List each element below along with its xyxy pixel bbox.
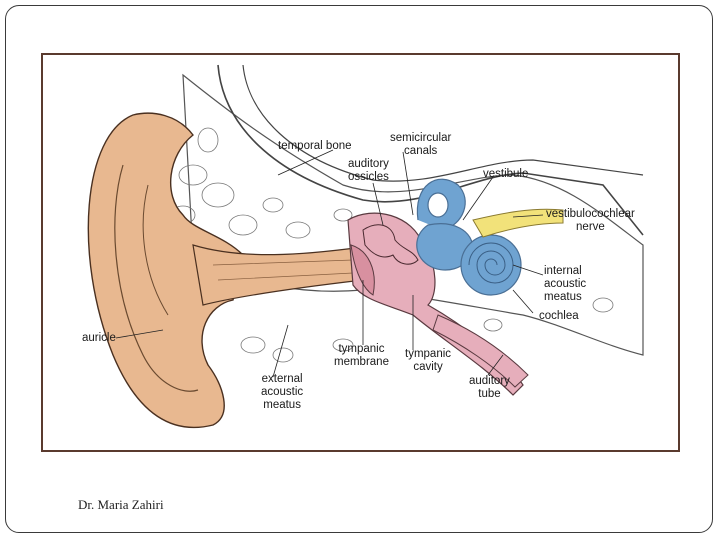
skull-wall-inner [242,64,644,182]
auricle-fold [114,164,199,392]
label-auricle: auricle [82,332,116,344]
external-acoustic-meatus-shape [192,244,364,306]
label-semicircular-canals: semicircular canals [390,132,452,157]
ear-anatomy-figure: temporal bone semicircular canals audito… [41,53,680,452]
label-auditory-tube: auditory tube [469,375,510,400]
label-tympanic-cavity: tympanic cavity [405,348,452,373]
canal-lines [212,259,354,281]
label-tympanic-membrane: tympanic membrane [334,343,389,368]
leader-lines [115,149,544,378]
label-cochlea: cochlea [539,310,579,322]
ossicles-shape [362,224,419,265]
auditory-tube-shape [432,314,529,388]
label-vestibulocochlear-nerve: vestibulocochlear nerve [546,208,635,233]
semicircular-canals-shape [416,178,466,231]
label-external-acoustic-meatus: external acoustic meatus [261,373,304,411]
cochlea-shape [460,234,522,296]
vestibule-shape [416,223,474,271]
ear-anatomy-illustration [87,64,644,429]
label-temporal-bone: temporal bone [278,140,352,152]
auricle-shape [87,112,244,429]
vestibulocochlear-nerve-shape [472,208,564,238]
auricle-fold-2 [142,184,169,316]
label-vestibule: vestibule [483,168,529,180]
author-footer: Dr. Maria Zahiri [78,497,164,512]
tympanic-membrane-shape [350,244,375,296]
label-auditory-ossicles: auditory ossicles [348,158,389,183]
label-internal-acoustic-meatus: internal acoustic meatus [544,265,587,303]
